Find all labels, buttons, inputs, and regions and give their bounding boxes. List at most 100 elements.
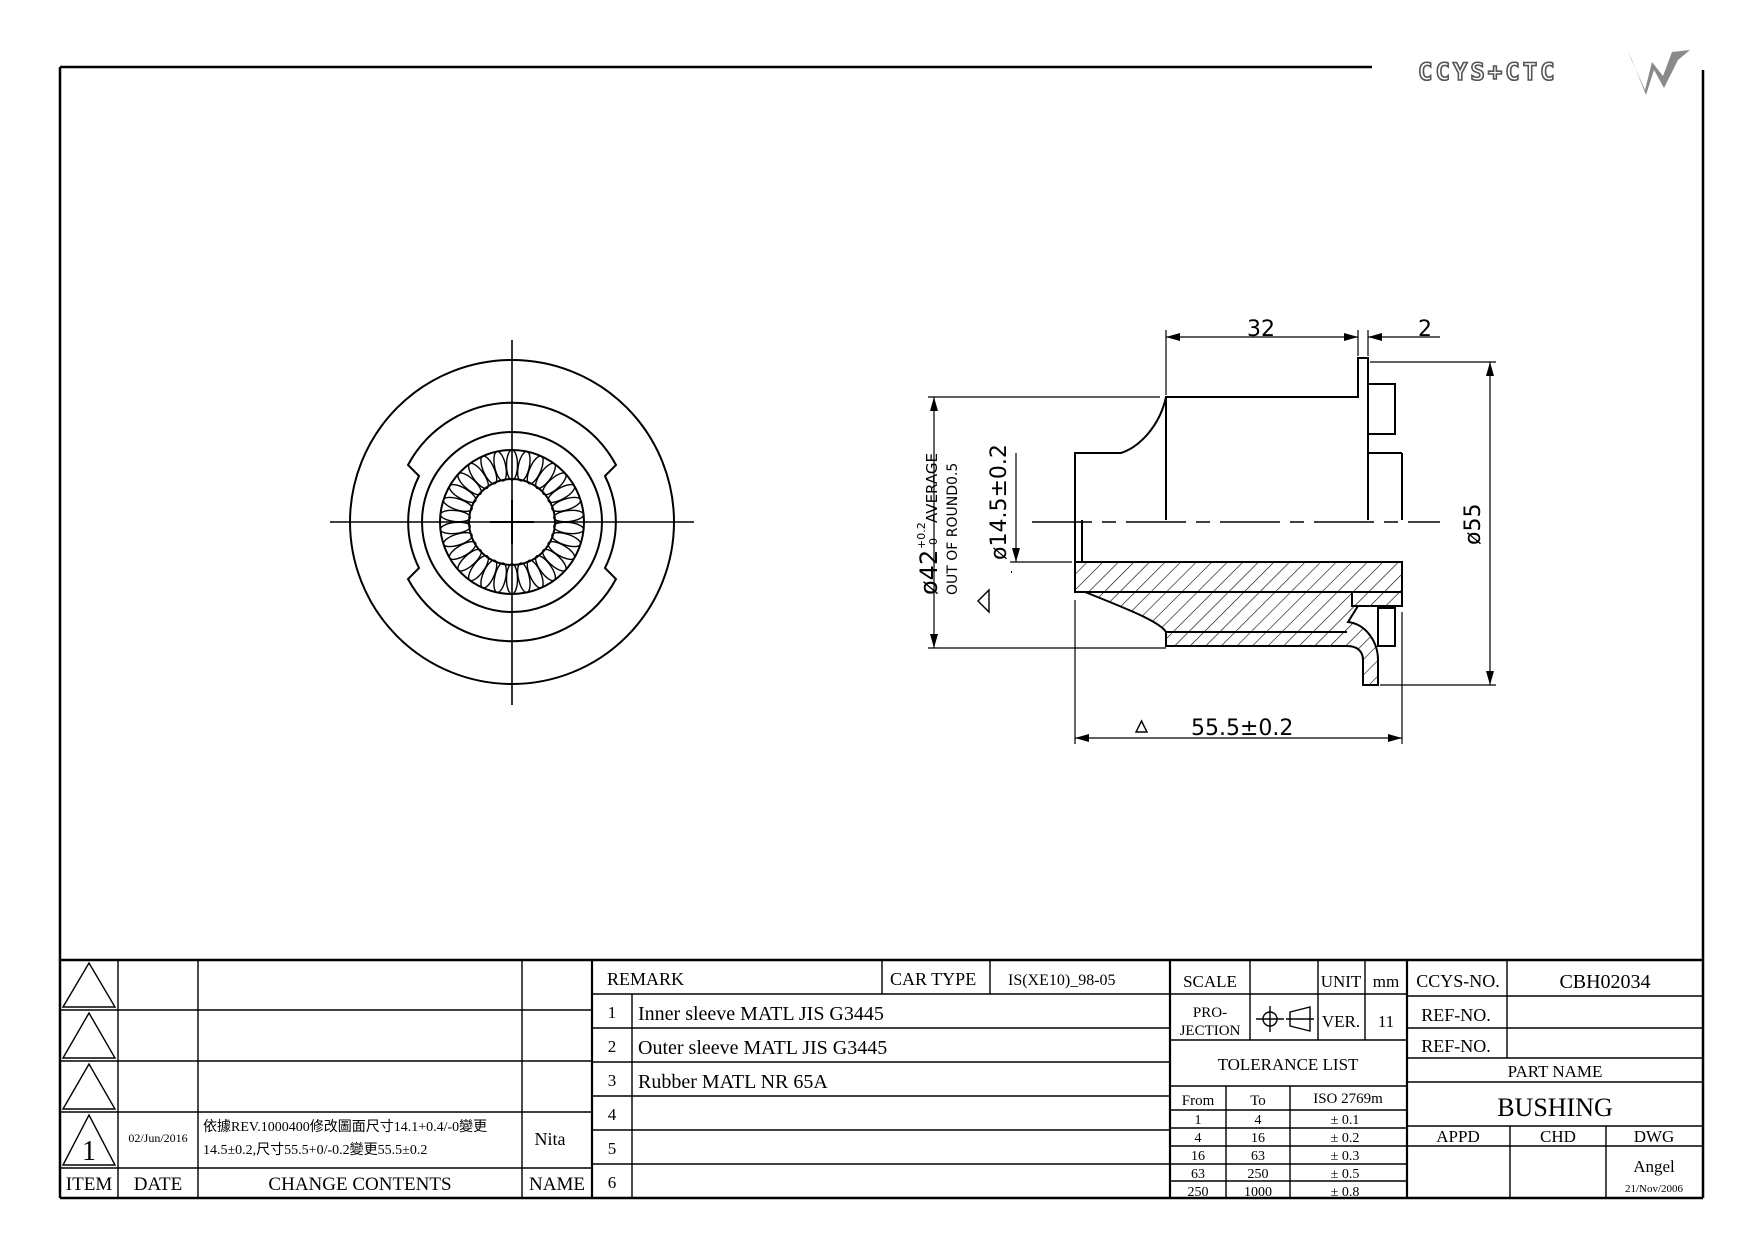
rubber-petal — [534, 462, 557, 490]
unit-value: mm — [1373, 972, 1399, 991]
rubber-petal — [457, 548, 483, 572]
rev-date: 02/Jun/2016 — [128, 1131, 187, 1145]
ccys-no-label: CCYS-NO. — [1416, 971, 1500, 991]
company-logo: CCYS+CTC — [1417, 50, 1690, 95]
ver-label: VER. — [1322, 1012, 1360, 1031]
remark-row-text: Outer sleeve MATL JIS G3445 — [638, 1037, 887, 1059]
tol-header-iso: ISO 2769m — [1313, 1091, 1383, 1107]
rev-change-line-1: 依據REV.1000400修改圖面尺寸14.1+0.4/-0變更 — [203, 1119, 487, 1135]
tolerance-cell: 1000 — [1244, 1185, 1272, 1200]
rev-header-name: NAME — [529, 1174, 585, 1195]
title-block-text: ITEM DATE CHANGE CONTENTS NAME 1 02/Jun/… — [66, 969, 1684, 1200]
tolerance-cell: 250 — [1188, 1185, 1209, 1200]
tolerance-cell: 4 — [1195, 1131, 1202, 1146]
tolerance-cell: ± 0.1 — [1331, 1113, 1360, 1128]
projection-label-1: PRO- — [1193, 1005, 1227, 1021]
rev-change-line-2: 14.5±0.2,尺寸55.5+0/-0.2變更55.5±0.2 — [203, 1142, 427, 1158]
dim-32: 32 — [1247, 317, 1275, 342]
rubber-petal — [457, 472, 483, 496]
dim-55: ø55 — [1461, 504, 1486, 545]
tolerance-cell: 63 — [1191, 1167, 1205, 1182]
tolerance-cell: 4 — [1255, 1113, 1262, 1128]
rubber-petal — [467, 462, 490, 490]
tolerance-cell: 250 — [1248, 1167, 1269, 1182]
caution-triangle-icon — [1134, 719, 1149, 733]
dim-42-average: AVERAGE — [923, 453, 941, 523]
tolerance-cell: ± 0.5 — [1331, 1167, 1360, 1182]
scale-label: SCALE — [1183, 972, 1237, 991]
dim-2: 2 — [1418, 317, 1432, 342]
dim-55-5: 55.5±0.2 — [1191, 716, 1293, 741]
tolerance-cell: ± 0.8 — [1331, 1185, 1360, 1200]
remark-row-number: 5 — [608, 1139, 617, 1158]
remark-row-number: 3 — [608, 1071, 617, 1090]
tolerance-title: TOLERANCE LIST — [1218, 1055, 1359, 1074]
rubber-petal — [467, 554, 490, 582]
upper-tab-1 — [1367, 383, 1396, 435]
tolerance-cell: 16 — [1191, 1149, 1205, 1164]
remark-row-number: 2 — [608, 1037, 617, 1056]
rubber-petal — [551, 531, 582, 548]
tolerance-cell: 16 — [1251, 1131, 1265, 1146]
rubber-petal — [448, 540, 477, 561]
car-type-label: CAR TYPE — [890, 969, 976, 989]
remark-label: REMARK — [607, 969, 684, 989]
ver-value: 11 — [1378, 1012, 1394, 1031]
part-name-value: BUSHING — [1497, 1093, 1613, 1122]
rubber-petal — [551, 496, 582, 513]
car-type-value: IS(XE10)_98-05 — [1008, 972, 1116, 989]
logo-text: CCYS+CTC — [1418, 58, 1558, 86]
dim-42: ø42 — [915, 550, 943, 595]
remark-row-text: Rubber MATL NR 65A — [638, 1071, 828, 1093]
ref-no-label-2: REF-NO. — [1421, 1036, 1491, 1056]
rubber-petal — [480, 559, 498, 589]
rev-marker: 1 — [82, 1136, 96, 1167]
rubber-petal — [480, 455, 498, 485]
remark-row-number: 1 — [608, 1003, 617, 1022]
tolerance-cell: ± 0.3 — [1331, 1149, 1360, 1164]
tolerance-cell: 63 — [1251, 1149, 1265, 1164]
rubber-petal — [493, 450, 508, 482]
rubber-petal — [547, 483, 576, 504]
part-name-label: PART NAME — [1508, 1062, 1603, 1081]
remark-row-number: 6 — [608, 1173, 617, 1192]
lower-tab — [1377, 607, 1396, 647]
ccys-no-value: CBH02034 — [1559, 971, 1650, 993]
remark-row-number: 4 — [608, 1105, 617, 1124]
dwg-label: DWG — [1634, 1127, 1675, 1146]
rubber-petal — [493, 562, 508, 594]
inner-sleeve-section — [1074, 561, 1403, 593]
rubber-section — [1084, 591, 1403, 686]
remark-row-text: Inner sleeve MATL JIS G3445 — [638, 1003, 884, 1025]
projection-symbol-icon — [1256, 1006, 1314, 1032]
rubber-petal — [541, 548, 567, 572]
rubber-petal — [442, 531, 473, 548]
dimension-arrows — [930, 333, 1494, 742]
appd-label: APPD — [1436, 1127, 1479, 1146]
out-of-round: OUT OF ROUND0.5 — [945, 463, 961, 595]
rubber-petal — [448, 483, 477, 504]
projection-label-2: JECTION — [1180, 1023, 1241, 1039]
rubber-petal — [516, 562, 531, 594]
rev-header-item: ITEM — [66, 1174, 113, 1195]
dwg-date: 21/Nov/2006 — [1625, 1183, 1684, 1195]
outer-sleeve-outline — [406, 401, 618, 643]
rubber-petal — [516, 450, 531, 482]
rubber-petal — [547, 540, 576, 561]
dwg-name: Angel — [1633, 1157, 1675, 1176]
dim-14-5: ø14.5±0.2 — [987, 444, 1012, 560]
rubber-petal — [526, 455, 544, 485]
rubber-petal — [526, 559, 544, 589]
dimension-labels: 32 2 ø55 ø42 +0.2 0 AVERAGE OUT OF ROUND… — [915, 317, 1486, 741]
rubber-petal — [534, 554, 557, 582]
rubber-petal — [541, 472, 567, 496]
unit-label: UNIT — [1321, 972, 1362, 991]
tol-header-to: To — [1250, 1093, 1266, 1109]
dim-42-tol-lower: 0 — [927, 538, 940, 545]
end-view — [330, 340, 694, 705]
logo-mark-icon — [1628, 50, 1690, 95]
tolerance-cell: ± 0.2 — [1331, 1131, 1360, 1146]
upper-outline — [1074, 357, 1369, 562]
ref-no-label-1: REF-NO. — [1421, 1005, 1491, 1025]
